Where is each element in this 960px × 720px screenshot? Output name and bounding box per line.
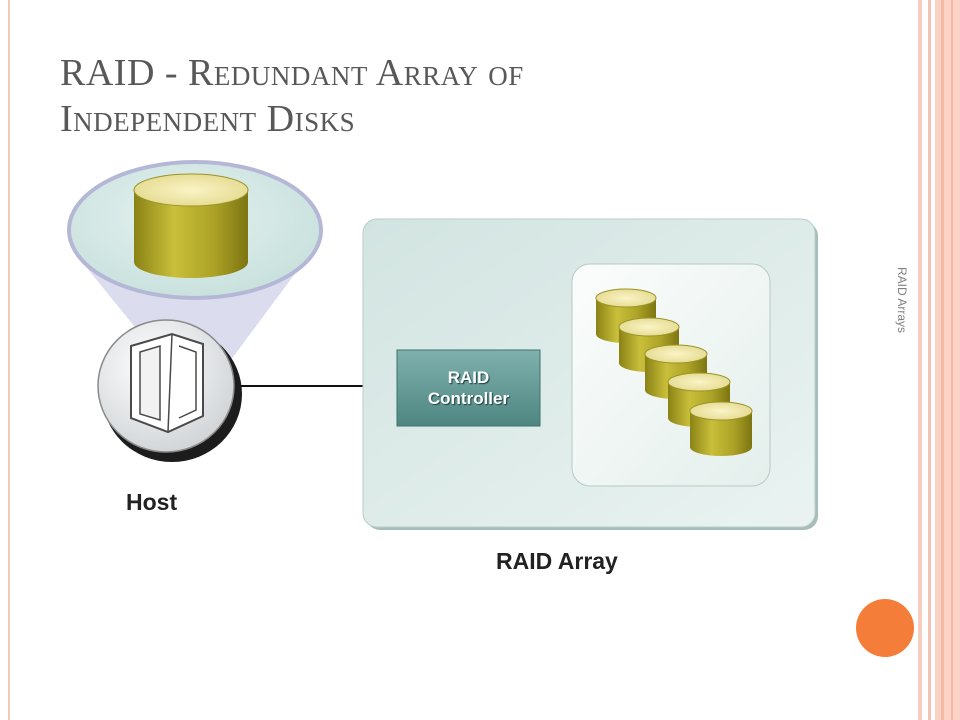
title-line-2: Independent Disks [60, 98, 356, 140]
right-border-stripe [918, 0, 922, 720]
raid-array-label: RAID Array [496, 548, 618, 574]
title-line-1: RAID - Redundant Array of [60, 52, 524, 94]
right-border-stripe [928, 0, 931, 720]
raid-controller-box [396, 349, 541, 427]
right-border-stripe [951, 0, 953, 720]
right-border-stripe [935, 0, 960, 720]
accent-circle [856, 599, 914, 657]
disk-5 [689, 401, 753, 456]
host-disk-icon [133, 173, 249, 278]
right-border-stripe [941, 0, 944, 720]
host-label: Host [126, 489, 178, 515]
slide-title: RAID - Redundant Array of Independent Di… [60, 50, 820, 142]
server-icon [97, 319, 242, 462]
left-border-line [8, 0, 10, 720]
